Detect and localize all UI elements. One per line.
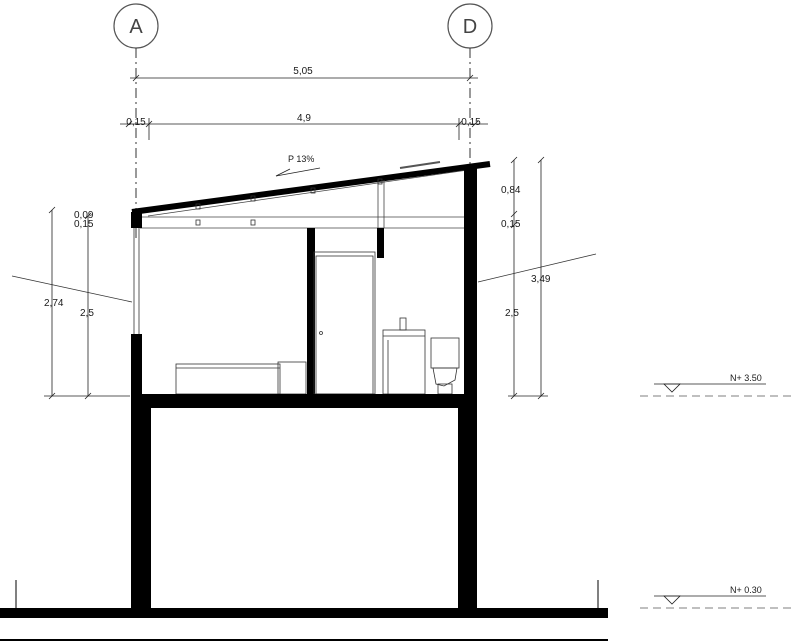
roof-slope-label: P 13%: [288, 154, 314, 164]
dim-wall-right: 0,15: [461, 117, 481, 128]
partition-post: [377, 228, 384, 258]
lower-structure: [0, 394, 608, 641]
dim-overall-width: 5,05: [293, 66, 313, 77]
grid-label-d: D: [463, 16, 477, 38]
slope-arrow: [275, 167, 321, 177]
left-dimensions: [44, 206, 130, 400]
lower-right-wall: [458, 394, 477, 610]
dim-left-eave-09: 0,09: [74, 210, 94, 221]
purlin: [250, 195, 256, 202]
purlin: [377, 178, 383, 185]
purlin: [310, 187, 316, 194]
partition-wall: [307, 228, 315, 396]
level-label-ground: N+ 0.30: [730, 585, 762, 595]
roof: [131, 161, 491, 229]
dim-right-total-height: 3,49: [531, 274, 551, 285]
roof-underside: [147, 169, 469, 217]
level-label-upper: N+ 3.50: [730, 373, 762, 383]
purlin: [250, 219, 256, 226]
vanity: [382, 329, 426, 395]
purlin: [195, 219, 201, 226]
dim-left-eave-15: 0,15: [74, 219, 94, 230]
right-dimensions: [508, 156, 548, 400]
dim-inner-width: 4,9: [297, 113, 311, 124]
slope-indicator: P 13%: [275, 154, 321, 177]
ground-slab: [0, 608, 608, 618]
bed: [175, 363, 281, 395]
top-dimensions: [120, 74, 488, 140]
left-wall-lower: [131, 334, 142, 396]
furniture: [175, 251, 460, 395]
level-triangle-icon: [663, 383, 681, 393]
door: [315, 255, 374, 395]
grid-axis-a: A: [113, 3, 159, 240]
grid-axis-d: D: [447, 3, 493, 170]
toilet-bowl: [432, 367, 458, 387]
dim-right-roof-rise: 0,84: [501, 185, 521, 196]
dim-left-total-height: 2,74: [44, 298, 64, 309]
door-handle: [319, 331, 323, 335]
level-marker-ground: N+ 0.30: [640, 585, 795, 609]
roof-vent: [399, 161, 441, 169]
floor-slab: [131, 394, 477, 408]
level-marker-upper: N+ 3.50: [640, 373, 795, 397]
dim-wall-left: 0,15: [126, 117, 146, 128]
right-wall-upper: [464, 168, 477, 396]
terrain-right: [477, 253, 597, 283]
door-frame: [313, 251, 376, 395]
lower-left-wall: [131, 394, 151, 610]
left-wall-top: [131, 212, 142, 228]
level-triangle-icon: [663, 595, 681, 605]
dim-right-beam: 0,15: [501, 219, 521, 230]
purlin: [195, 203, 201, 210]
toilet-tank: [430, 337, 460, 369]
upper-walls: [131, 168, 477, 396]
dim-right-room-height: 2,5: [505, 308, 519, 319]
dim-left-room-height: 2,5: [80, 308, 94, 319]
slope-arrow-head: [275, 168, 291, 177]
bed-side: [277, 361, 307, 395]
terrain-left: [11, 275, 133, 303]
tap: [399, 317, 407, 331]
grid-label-a: A: [129, 16, 143, 38]
